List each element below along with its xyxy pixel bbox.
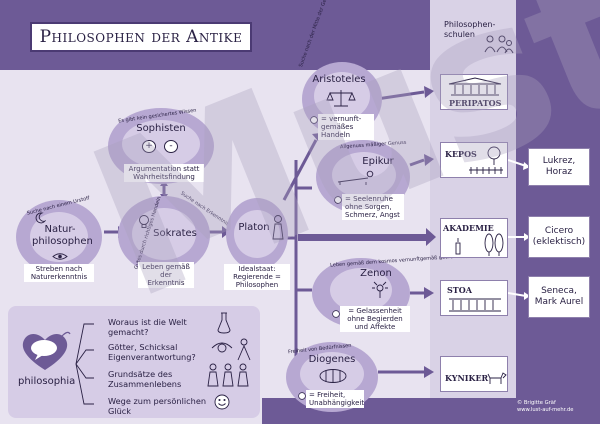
sokrates-label: Leben gemäß der Erkenntnis (138, 262, 194, 289)
platon-title: Platon (238, 222, 270, 233)
smiley-icon (298, 392, 306, 400)
school-card-kepos: KEPOS (440, 142, 508, 178)
aristoteles-title: Aristoteles (312, 74, 366, 85)
moon-icon (35, 212, 46, 224)
people-group-icon (484, 35, 514, 54)
colonnade-icon (449, 298, 501, 312)
zenon-title: Zenon (360, 268, 392, 279)
school-name: PERIPATOS (449, 98, 502, 108)
platon-core (234, 210, 280, 258)
schools-header: Philosophen-schulen (444, 20, 496, 39)
dog-icon (487, 372, 507, 384)
diogenes-core (300, 352, 364, 396)
question-happiness: Wege zum persönlichen Glück (108, 396, 207, 416)
spinning-figure-icon (211, 338, 251, 361)
school-card-kyniker: KYNIKER (440, 356, 508, 392)
smiley-icon (334, 196, 342, 204)
epikur-title: Epikur (362, 156, 394, 167)
smiley-icon (332, 310, 340, 318)
epikur-label: = Seelenruhe ohne Sorgen, Schmerz, Angst (342, 194, 404, 221)
copyright: © Brigitte Gräf www.lust-auf-mehr.de (517, 400, 574, 413)
diogenes-title: Diogenes (308, 354, 356, 365)
diogenes-label: = Freiheit, Unabhängigkeit (306, 390, 364, 409)
reclining-figure-icon (337, 170, 374, 185)
naturphilosophen-title: Natur-philosophen (32, 224, 93, 247)
smiley-face-icon (214, 394, 230, 410)
successor-cicero: Cicero (eklektisch) (528, 216, 590, 258)
school-card-akademie: AKADEMIE (440, 218, 508, 258)
eye-icon (52, 253, 68, 260)
school-card-peripatos: PERIPATOS (440, 74, 508, 110)
question-world: Woraus ist die Welt gemacht? (108, 317, 187, 337)
school-name: KEPOS (445, 149, 477, 159)
scales-icon (326, 90, 356, 107)
platon-label: Idealstaat: Regierende = Philosophen (224, 264, 290, 291)
candle-icon (455, 238, 461, 255)
question-gods: Götter, Schicksal Eigenverantwortung? (108, 342, 196, 362)
aristoteles-core (314, 72, 370, 120)
philosopher-figure-icon (272, 215, 284, 240)
cypress-trees-icon (484, 233, 504, 256)
school-name: AKADEMIE (443, 223, 494, 233)
lightbulb-icon (139, 215, 149, 228)
school-name: STOA (447, 285, 472, 295)
sophisten-core (122, 120, 200, 168)
burst-figure-icon (372, 281, 388, 298)
sophisten-title: Sophisten (136, 123, 186, 134)
tree-icon (487, 146, 501, 165)
barrel-icon (319, 369, 347, 383)
plus-bubble: + (142, 140, 156, 153)
zenon-label: = Gelassenheit ohne Begierden und Affekt… (340, 306, 410, 333)
schools-column (430, 0, 516, 424)
naturphilosophen-label: Streben nach Naturerkenntnis (24, 264, 94, 283)
zenon-core (330, 268, 392, 312)
smiley-icon (310, 116, 318, 124)
aristoteles-label: = vernunft-gemäßes Handeln (318, 114, 374, 141)
epikur-core (332, 152, 396, 198)
bracket-lines (75, 323, 94, 405)
sokrates-core (132, 208, 196, 260)
page-title: Philosophen der Antike (30, 22, 252, 52)
minus-bubble: - (164, 140, 178, 153)
question-society: Grundsätze des Zusammenlebens (108, 369, 182, 389)
sokrates-title: Sokrates (153, 228, 197, 239)
flask-icon (217, 312, 231, 334)
heart-speech-icon (22, 331, 71, 370)
temple-icon (448, 77, 502, 96)
school-card-stoa: STOA (440, 280, 508, 316)
successor-seneca: Seneca, Mark Aurel (528, 276, 590, 318)
successor-lukrez: Lukrez, Horaz (528, 148, 590, 186)
school-name: KYNIKER (445, 373, 489, 383)
philosophia-label: philosophia (18, 376, 76, 387)
fence-icon (469, 167, 503, 174)
three-figures-icon (207, 363, 249, 387)
sophisten-label: Argumentation statt Wahrheitsfindung (124, 164, 204, 183)
